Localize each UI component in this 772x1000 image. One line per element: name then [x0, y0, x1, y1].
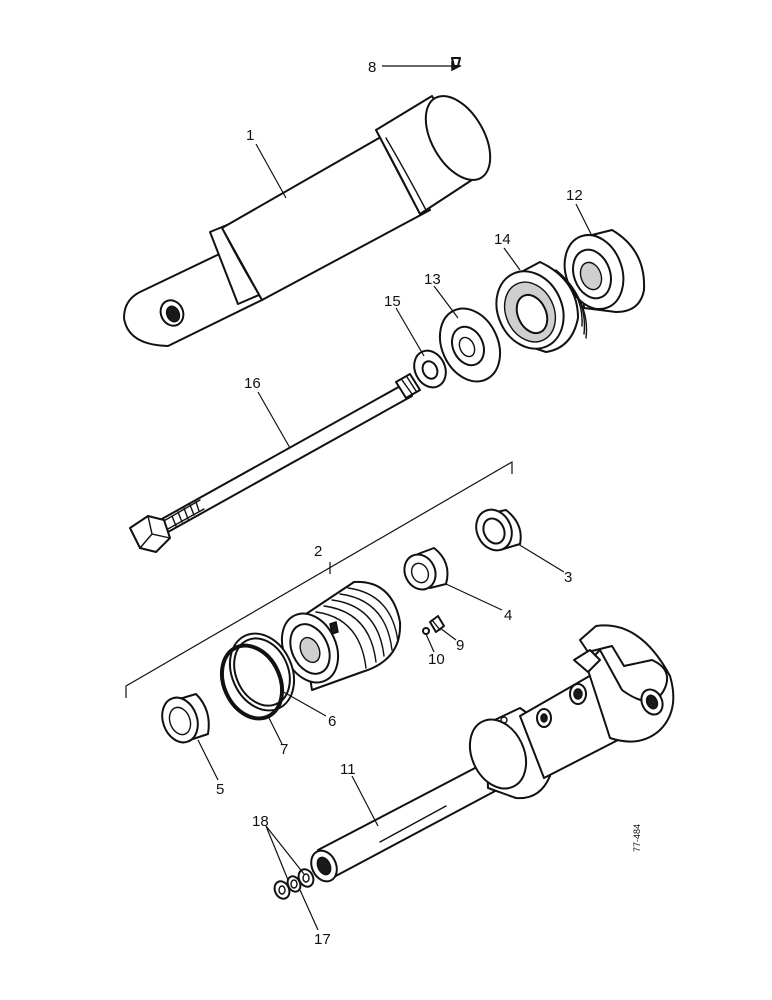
part-5-wiper-seal	[161, 693, 210, 744]
callout-13: 13	[424, 271, 441, 288]
leader-lines	[197, 143, 593, 931]
callout-8: 8	[368, 59, 376, 76]
part-14-piston	[495, 261, 588, 353]
callout-5: 5	[216, 781, 224, 798]
part-18-ring-second	[273, 880, 291, 900]
part-16-tie-bolt	[129, 373, 421, 553]
part-2-gland	[280, 580, 402, 691]
callout-labels: 1 2 3 4 5 6 7 8 9 10 11 12 13 14 15 16 1…	[216, 59, 642, 948]
part-4-bush	[403, 547, 449, 591]
callout-12: 12	[566, 187, 583, 204]
callout-10: 10	[428, 651, 445, 668]
callout-14: 14	[494, 231, 511, 248]
callout-1: 1	[246, 127, 254, 144]
callout-4: 4	[504, 607, 512, 624]
callout-2: 2	[314, 543, 322, 560]
part-3-seal	[475, 508, 522, 552]
callout-16: 16	[244, 375, 261, 392]
part-1-cylinder-barrel	[123, 95, 492, 347]
drawing-reference-code: 77-484	[632, 824, 642, 852]
part-6-backup-ring	[228, 632, 296, 712]
callout-17: 17	[314, 931, 331, 948]
callout-9: 9	[456, 637, 464, 654]
callout-6: 6	[328, 713, 336, 730]
part-11-piston-rod	[310, 624, 675, 883]
callout-11: 11	[340, 761, 356, 778]
callout-7: 7	[280, 741, 288, 758]
callout-15: 15	[384, 293, 401, 310]
callout-18: 18	[252, 813, 269, 830]
part-10-ball	[422, 627, 430, 635]
part-13-washer	[438, 307, 502, 383]
part-8-screw	[382, 57, 462, 72]
part-2-group-bracket	[125, 460, 513, 698]
part-18-ring	[297, 868, 315, 888]
callout-3: 3	[564, 569, 572, 586]
